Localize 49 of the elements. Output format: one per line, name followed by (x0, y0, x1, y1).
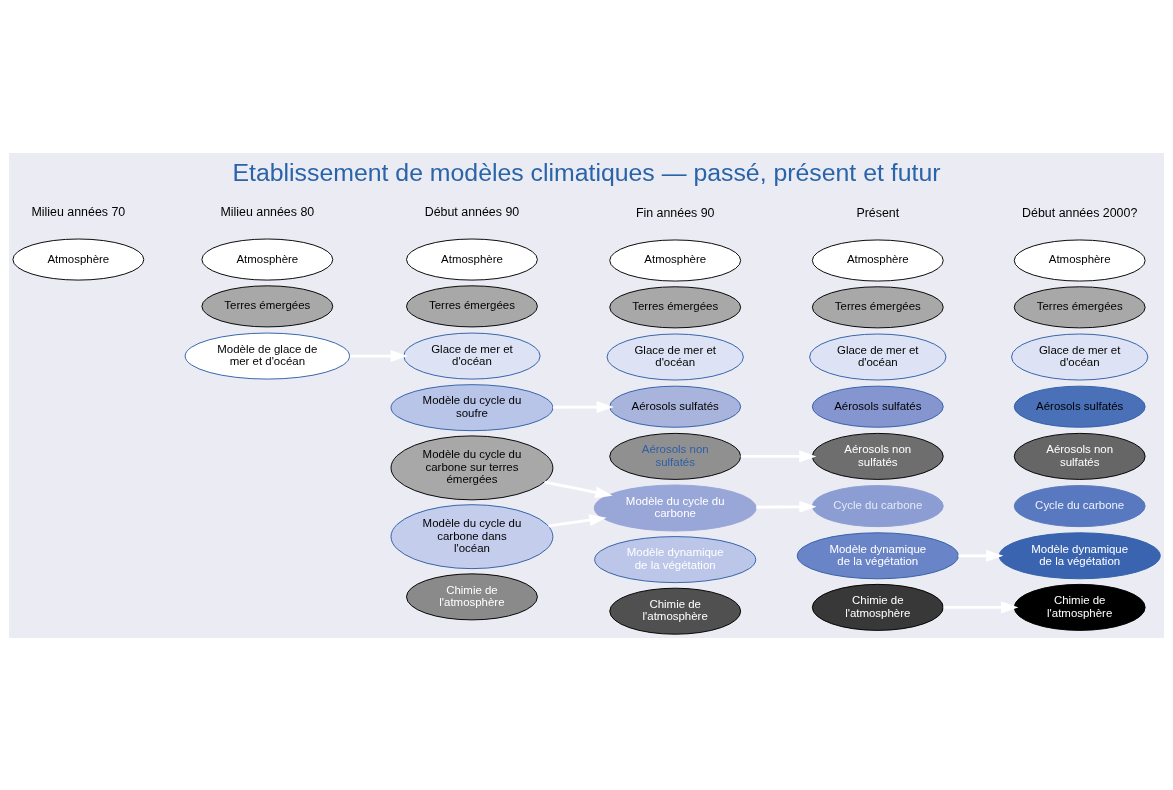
node-ellipse: Modèle dynamique de la végétation (594, 535, 757, 583)
label: Début années 90 (424, 204, 520, 219)
label: Fin années 90 (635, 205, 715, 220)
node-ellipse: Aérosols non sulfatés (811, 432, 944, 480)
arrow (349, 349, 408, 362)
arrow (544, 480, 613, 498)
node-ellipse: Modèle de glace de mer et d'océan (184, 332, 351, 380)
node-ellipse: Chimie de l'atmosphère (406, 572, 538, 620)
diagram-title: Etablissement de modèles climatiques — passé, présent et futur (232, 158, 941, 186)
node-ellipse: Modèle dynamique de la végétation (796, 531, 959, 579)
arrow (943, 600, 1019, 613)
node-ellipse: Aérosols non sulfatés (1013, 432, 1146, 480)
node-ellipse: Modèle du cycle du carbone sur terres émergées (390, 434, 554, 500)
node-ellipse: Chimie de l'atmosphère (811, 583, 944, 631)
node-ellipse: Modèle du cycle du soufre (390, 383, 554, 431)
node-ellipse: Atmosphère (1013, 239, 1146, 282)
node-ellipse: Terres émergées (406, 284, 538, 327)
node-ellipse: Terres émergées (609, 285, 742, 328)
node-ellipse: Chimie de l'atmosphère (609, 587, 742, 635)
arrow (756, 500, 817, 513)
label: Milieu années 70 (31, 204, 126, 219)
label: Présent (856, 205, 900, 220)
label: Milieu années 80 (220, 204, 315, 219)
node-ellipse: Cycle du carbone (811, 484, 944, 527)
node-ellipse: Glace de mer et d'océan (606, 333, 744, 380)
node-ellipse: Glace de mer et d'océan (809, 333, 947, 380)
arrow (740, 449, 817, 462)
node-ellipse: Atmosphère (12, 238, 145, 281)
node-ellipse: Atmosphère (609, 239, 742, 282)
node-ellipse: Aérosols sulfatés (609, 385, 742, 428)
node-ellipse: Atmosphère (811, 239, 944, 282)
node-ellipse: Chimie de l'atmosphère (1013, 583, 1146, 631)
node-ellipse: Modèle du cycle du carbone dans l'océan (390, 503, 554, 569)
node-ellipse: Modèle dynamique de la végétation (998, 531, 1161, 579)
node-ellipse: Glace de mer et d'océan (403, 332, 541, 380)
arrow (553, 400, 614, 413)
node-ellipse: Atmosphère (201, 238, 334, 281)
arrow (958, 549, 1004, 562)
node-ellipse: Terres émergées (201, 284, 334, 327)
node-ellipse: Atmosphère (406, 238, 538, 281)
node-ellipse: Terres émergées (811, 285, 944, 328)
arrow (548, 513, 607, 527)
node-ellipse: Cycle du carbone (1013, 484, 1146, 527)
node-ellipse: Terres émergées (1013, 285, 1146, 328)
node-ellipse: Aérosols sulfatés (811, 385, 944, 428)
node-ellipse: Aérosols sulfatés (1013, 385, 1146, 428)
label: Début années 2000? (1022, 205, 1138, 220)
node-ellipse: Aérosols non sulfatés (609, 432, 742, 480)
node-ellipse: Glace de mer et d'océan (1011, 333, 1149, 380)
